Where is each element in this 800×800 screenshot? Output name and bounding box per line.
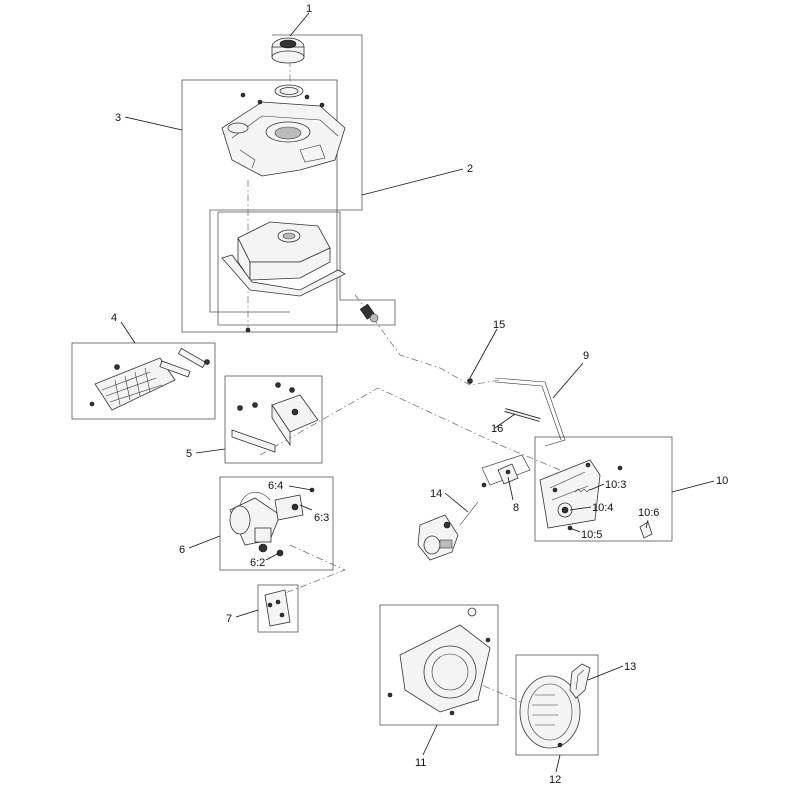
callout-9: 9 [583, 350, 589, 362]
throttle-rod [494, 377, 566, 447]
governor-spring [574, 488, 591, 493]
cap-gasket [274, 84, 304, 98]
starter-nut [276, 549, 284, 557]
callout-10-5: 10:5 [581, 529, 602, 541]
fuel-valve [359, 303, 379, 323]
leader-4 [120, 321, 136, 344]
group-box-3 [181, 79, 338, 333]
connector-6-7 [279, 544, 346, 596]
leader-10-3 [589, 483, 605, 491]
fuel-tank [221, 221, 346, 297]
callout-6-2: 6:2 [250, 557, 265, 569]
leader-12 [555, 754, 561, 773]
callout-1: 1 [306, 3, 312, 15]
callout-10-6: 10:6 [638, 507, 659, 519]
group-box-8 [481, 454, 531, 486]
leader-2 [361, 168, 464, 196]
connector-fuel-line [354, 294, 501, 386]
callout-6: 6 [179, 544, 185, 556]
cover-screws [240, 92, 325, 108]
leader-10 [671, 480, 715, 493]
leader-10-6 [645, 519, 649, 529]
heat-shield-screws [89, 359, 210, 407]
leader-10-5 [569, 527, 581, 533]
starter-motor [229, 492, 281, 553]
governor-plate [539, 459, 623, 529]
group-box-4 [71, 342, 216, 420]
callout-12: 12 [549, 774, 561, 786]
connector-to-10 [499, 444, 561, 471]
connector-to-5 [259, 387, 501, 456]
leader-6-4 [288, 485, 313, 491]
bracket [231, 382, 319, 453]
leader-10-4 [569, 506, 592, 511]
callout-15: 15 [493, 319, 505, 331]
group-box-tank [217, 211, 396, 326]
group-box-12 [515, 654, 599, 756]
leader-13 [587, 665, 624, 681]
leader-7 [235, 609, 259, 618]
leader-9 [552, 362, 584, 399]
group-box-11 [379, 604, 499, 726]
tank-cover [221, 101, 346, 177]
hose-clamp [467, 378, 473, 384]
heat-shield [94, 347, 207, 411]
leader-14 [444, 492, 469, 513]
callout-6-4: 6:4 [268, 480, 283, 492]
group-box-2 [209, 34, 363, 313]
callout-14: 14 [430, 488, 442, 500]
callout-5: 5 [186, 448, 192, 460]
callout-10: 10 [716, 475, 728, 487]
group-box-10 [534, 436, 673, 542]
callout-3: 3 [115, 112, 121, 124]
leader-8 [507, 476, 514, 501]
tank-bolt [245, 327, 251, 333]
callout-10-4: 10:4 [592, 502, 613, 514]
group-box-6 [219, 476, 334, 571]
mount-plate [264, 589, 291, 627]
leader-11 [422, 724, 438, 756]
starter-handle [569, 663, 591, 699]
recoil-starter [519, 675, 581, 749]
callout-10-3: 10:3 [605, 479, 626, 491]
leader-1 [289, 12, 310, 37]
link-bracket [481, 463, 519, 488]
blower-housing [387, 607, 491, 716]
callout-4: 4 [111, 312, 117, 324]
leader-6 [188, 535, 221, 549]
fuel-cap [271, 37, 305, 64]
group-box-5 [224, 375, 323, 464]
callout-7: 7 [226, 613, 232, 625]
callout-6-3: 6:3 [314, 512, 329, 524]
callout-2: 2 [467, 163, 473, 175]
leader-6-2 [265, 552, 280, 561]
leader-6-3 [299, 504, 313, 511]
throttle-rod-inner [494, 381, 562, 441]
fuel-hose-core [504, 409, 541, 421]
leader-5 [195, 448, 226, 454]
carburetor [417, 514, 459, 561]
leader-16 [494, 413, 516, 429]
callout-8: 8 [513, 502, 519, 514]
callout-13: 13 [624, 661, 636, 673]
leader-3 [124, 116, 183, 131]
callout-16: 16 [491, 423, 503, 435]
solenoid [274, 494, 304, 521]
leader-15 [469, 328, 498, 379]
choke-rod [459, 501, 479, 526]
governor-clip [639, 521, 653, 539]
callout-11: 11 [415, 757, 426, 769]
group-box-7 [257, 584, 299, 633]
